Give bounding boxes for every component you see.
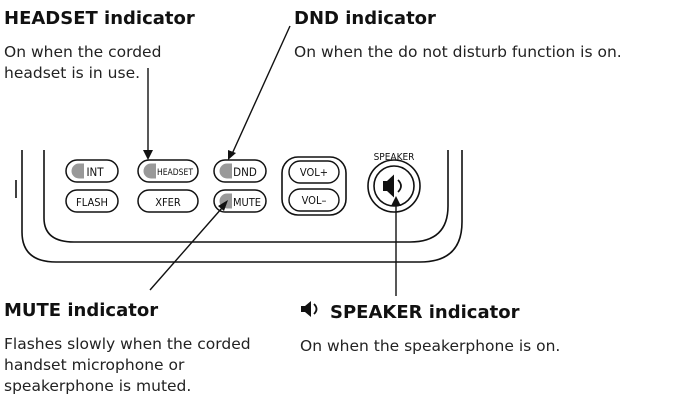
dnd-indicator-title: DND indicator: [294, 8, 436, 29]
speaker-icon: [301, 301, 318, 317]
vol-up-label: VOL+: [300, 166, 328, 179]
vol-down-label: VOL–: [302, 194, 327, 207]
dnd-indicator-callout: DND indicator On when the do not disturb…: [294, 8, 689, 63]
headset-button[interactable]: HEADSET: [137, 159, 199, 183]
flash-button[interactable]: FLASH: [65, 189, 119, 213]
vol-up-button[interactable]: VOL+: [288, 160, 340, 184]
speaker-indicator-title: SPEAKER indicator: [330, 302, 520, 323]
int-label: INT: [86, 165, 104, 179]
phone-body: [15, 150, 463, 263]
mute-indicator-callout: MUTE indicator Flashes slowly when the c…: [4, 300, 264, 397]
speaker-indicator-heading: SPEAKER indicator: [300, 300, 690, 323]
dnd-label: DND: [233, 165, 257, 179]
dnd-button[interactable]: DND: [213, 159, 267, 183]
headset-indicator-title: HEADSET indicator: [4, 8, 195, 29]
headset-indicator-callout: HEADSET indicator On when the corded hea…: [4, 8, 274, 84]
flash-label: FLASH: [76, 196, 108, 209]
mute-arrow: [149, 200, 228, 291]
dnd-indicator-description: On when the do not disturb function is o…: [294, 43, 622, 61]
volume-rocker[interactable]: VOL+ VOL–: [281, 156, 347, 216]
mute-label: MUTE: [233, 196, 261, 209]
speaker-button[interactable]: [367, 159, 421, 213]
speaker-icon: [383, 174, 402, 198]
speaker-indicator-callout: SPEAKER indicator On when the speakerpho…: [300, 300, 690, 357]
mute-indicator-title: MUTE indicator: [4, 300, 159, 321]
mute-indicator-description: Flashes slowly when the corded handset m…: [4, 335, 251, 395]
callout-arrows: [143, 25, 401, 296]
xfer-label: XFER: [155, 196, 181, 209]
headset-arrow: [143, 68, 153, 160]
vol-down-button[interactable]: VOL–: [288, 188, 340, 212]
speaker-arrow: [391, 196, 401, 296]
mute-button[interactable]: MUTE: [213, 189, 267, 213]
speaker-button-label: SPEAKER: [374, 152, 415, 163]
headset-indicator-description: On when the corded headset is in use.: [4, 43, 162, 82]
int-button[interactable]: INT: [65, 159, 119, 183]
speaker-indicator-description: On when the speakerphone is on.: [300, 337, 561, 355]
headset-label: HEADSET: [157, 168, 193, 178]
dnd-arrow: [228, 25, 291, 160]
xfer-button[interactable]: XFER: [137, 189, 199, 213]
